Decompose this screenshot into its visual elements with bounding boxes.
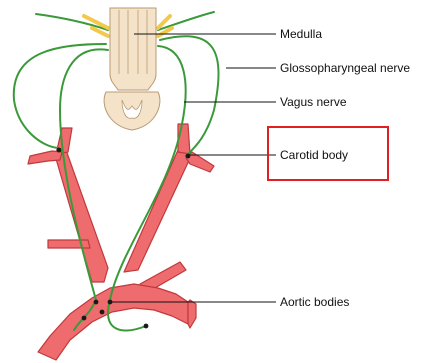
right-internal-carotid-artery [178, 124, 190, 154]
vagus-nerve-label: Vagus nerve [280, 95, 347, 109]
aortic-body [82, 316, 87, 321]
carotid-body-label: Carotid body [280, 148, 348, 162]
medulla-brainstem [104, 8, 160, 130]
aortic-body [100, 310, 105, 315]
aortic-body [144, 324, 149, 329]
medulla-body [110, 8, 156, 90]
glossopharyngeal-nerve-label: Glossopharyngeal nerve [280, 61, 410, 75]
aortic-bodies-label: Aortic bodies [280, 295, 349, 309]
right-common-carotid-artery [124, 150, 192, 272]
aortic-body [94, 300, 99, 305]
aortic-arch [38, 284, 188, 360]
left-small-branch-artery [48, 240, 90, 248]
right-carotid-body [186, 154, 191, 159]
medulla-label: Medulla [280, 27, 322, 41]
descending-aorta [188, 300, 196, 328]
arterial-tree [28, 124, 214, 360]
left-common-carotid-artery [54, 150, 108, 282]
left-carotid-body [57, 148, 62, 153]
aortic-body [108, 300, 113, 305]
